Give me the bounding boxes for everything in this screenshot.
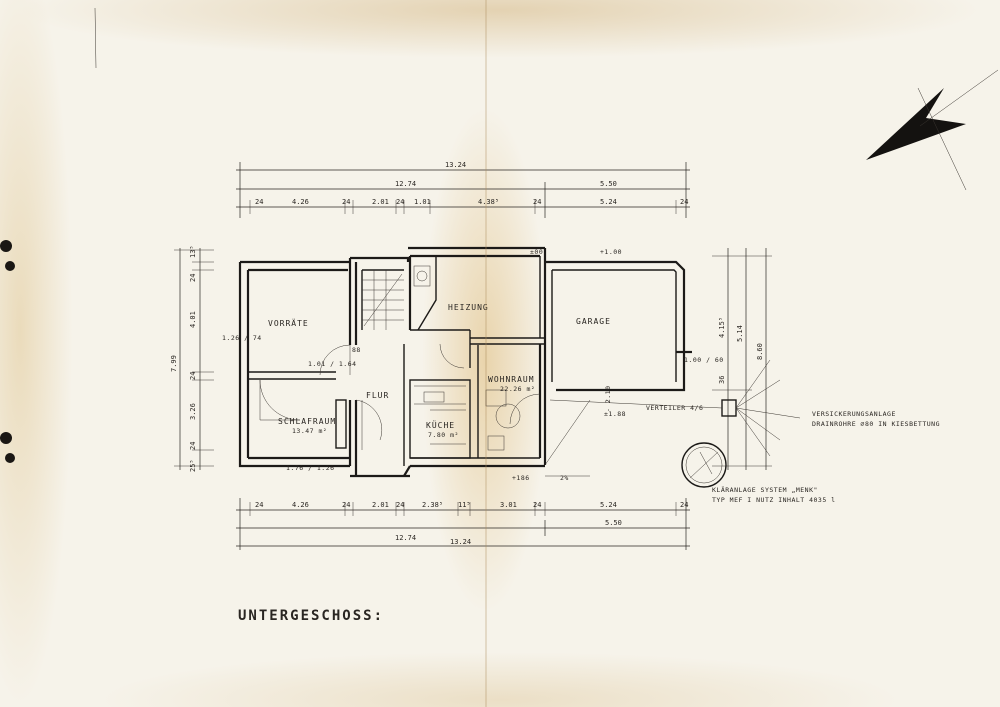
dim-left-seg: 24 [189, 372, 197, 380]
dim-top-seg: 24 [680, 198, 688, 206]
label-level-e: +1.00 [600, 248, 622, 256]
dim-top-seg: 24 [396, 198, 404, 206]
dim-top-seg: 4.26 [292, 198, 309, 206]
dim-top-seg: 1.01 [414, 198, 431, 206]
room-schlafraum: SCHLAFRAUM [278, 417, 336, 426]
furniture [413, 265, 521, 451]
dim-top-seg: 5.24 [600, 198, 617, 206]
annotations: 1.26 / 74 1.76 / 1.26 1.00 / 60 ±00 +1.0… [222, 248, 724, 482]
dim-right-b: 5.14 [736, 325, 744, 342]
note-versickerung-1: VERSICKERUNGSANLAGE [812, 410, 896, 418]
dim-right-d: 36 [718, 376, 726, 384]
dim-bottom-seg: 24 [680, 501, 688, 509]
dim-bottom-right: 5.50 [605, 519, 622, 527]
room-kuche-area: 7.80 m² [428, 431, 459, 439]
drawing-title: UNTERGESCHOSS: [238, 608, 384, 624]
dim-bottom-seg: 2.01 [372, 501, 389, 509]
dimension-top: 13.24 12.74 5.50 24 4.26 24 2.01 24 1.01… [236, 161, 690, 218]
dim-top-total: 13.24 [445, 161, 466, 169]
room-garage: GARAGE [576, 317, 611, 326]
room-wohnraum-area: 22.26 m² [500, 385, 535, 393]
note-versickerung-2: DRAINROHRE ⌀80 IN KIESBETTUNG [812, 420, 940, 428]
dim-bottom-seg: 24 [396, 501, 404, 509]
dim-top-right: 5.50 [600, 180, 617, 188]
north-arrow-icon [866, 69, 999, 191]
dim-left-seg: 24 [189, 442, 197, 450]
dim-left-seg: 25⁵ [189, 459, 197, 472]
binder-marks [0, 7, 97, 463]
room-flur: FLUR [366, 391, 389, 400]
dim-left-seg: 4.01 [189, 311, 197, 328]
dim-bottom-seg: 5.24 [600, 501, 617, 509]
dim-bottom-seg: 24 [255, 501, 263, 509]
dim-top-seg: 4.38⁵ [478, 198, 499, 206]
dimension-bottom: 24 4.26 24 2.01 24 2.38⁵ 11⁵ 3.01 24 5.2… [236, 498, 690, 550]
dimension-left: 7.99 13⁵ 24 4.01 24 3.26 24 25⁵ [170, 245, 214, 472]
label-level-c: ±1.88 [604, 410, 626, 418]
dim-left-seg: 13⁵ [189, 245, 197, 258]
dim-bottom-seg: 3.01 [500, 501, 517, 509]
dim-right-a: 4.15⁵ [718, 317, 726, 338]
dim-bottom-total: 13.24 [450, 538, 471, 546]
label-garage-door: 1.00 / 60 [684, 356, 724, 364]
dim-bottom-seg: 4.26 [292, 501, 309, 509]
room-labels: VORRÄTE SCHLAFRAUM 13.47 m² FLUR HEIZUNG… [268, 303, 611, 439]
label-schlaf-door: 1.76 / 1.26 [286, 464, 335, 472]
label-verteiler: VERTEILER 4/6 [646, 404, 703, 412]
label-level-b: - 2.10 [604, 386, 612, 412]
dim-top-left: 12.74 [395, 180, 416, 188]
room-heizung: HEIZUNG [448, 303, 489, 312]
dimension-right: 4.15⁵ 5.14 8.60 36 [712, 248, 772, 470]
room-schlafraum-area: 13.47 m² [292, 427, 327, 435]
dim-bottom-seg: 11⁵ [458, 501, 471, 509]
room-vorrate: VORRÄTE [268, 318, 309, 328]
dim-left-total: 7.99 [170, 355, 178, 372]
dim-top-seg: 24 [533, 198, 541, 206]
dim-bottom-seg: 2.38⁵ [422, 501, 443, 509]
label-vorrate-door: 1.26 / 74 [222, 334, 262, 342]
dim-top-seg: 24 [342, 198, 350, 206]
dim-bottom-left: 12.74 [395, 534, 416, 542]
dim-left-seg: 24 [189, 274, 197, 282]
note-klaeranlage-1: KLÄRANLAGE SYSTEM „MENK" [712, 485, 818, 494]
room-wohnraum: WOHNRAUM [488, 375, 535, 384]
label-fenster: 88 [352, 346, 361, 354]
note-klaeranlage-2: TYP MEF I NUTZ INHALT 4035 l [712, 496, 836, 504]
label-level-d: +186 [512, 474, 530, 482]
dim-bottom-seg: 24 [342, 501, 350, 509]
dim-bottom-seg: 24 [533, 501, 541, 509]
dim-top-seg: 2.01 [372, 198, 389, 206]
staircase [362, 270, 404, 330]
room-kuche: KÜCHE [426, 420, 455, 430]
doors [259, 343, 541, 450]
label-level-a: ±00 [530, 248, 543, 256]
label-slope: 2% [560, 474, 569, 482]
dim-top-seg: 24 [255, 198, 263, 206]
dim-left-seg: 3.26 [189, 403, 197, 420]
label-opening: 1.01 / 1.64 [308, 360, 357, 368]
dim-right-c: 8.60 [756, 343, 764, 360]
walls [238, 246, 692, 478]
drainage-system [544, 359, 801, 488]
